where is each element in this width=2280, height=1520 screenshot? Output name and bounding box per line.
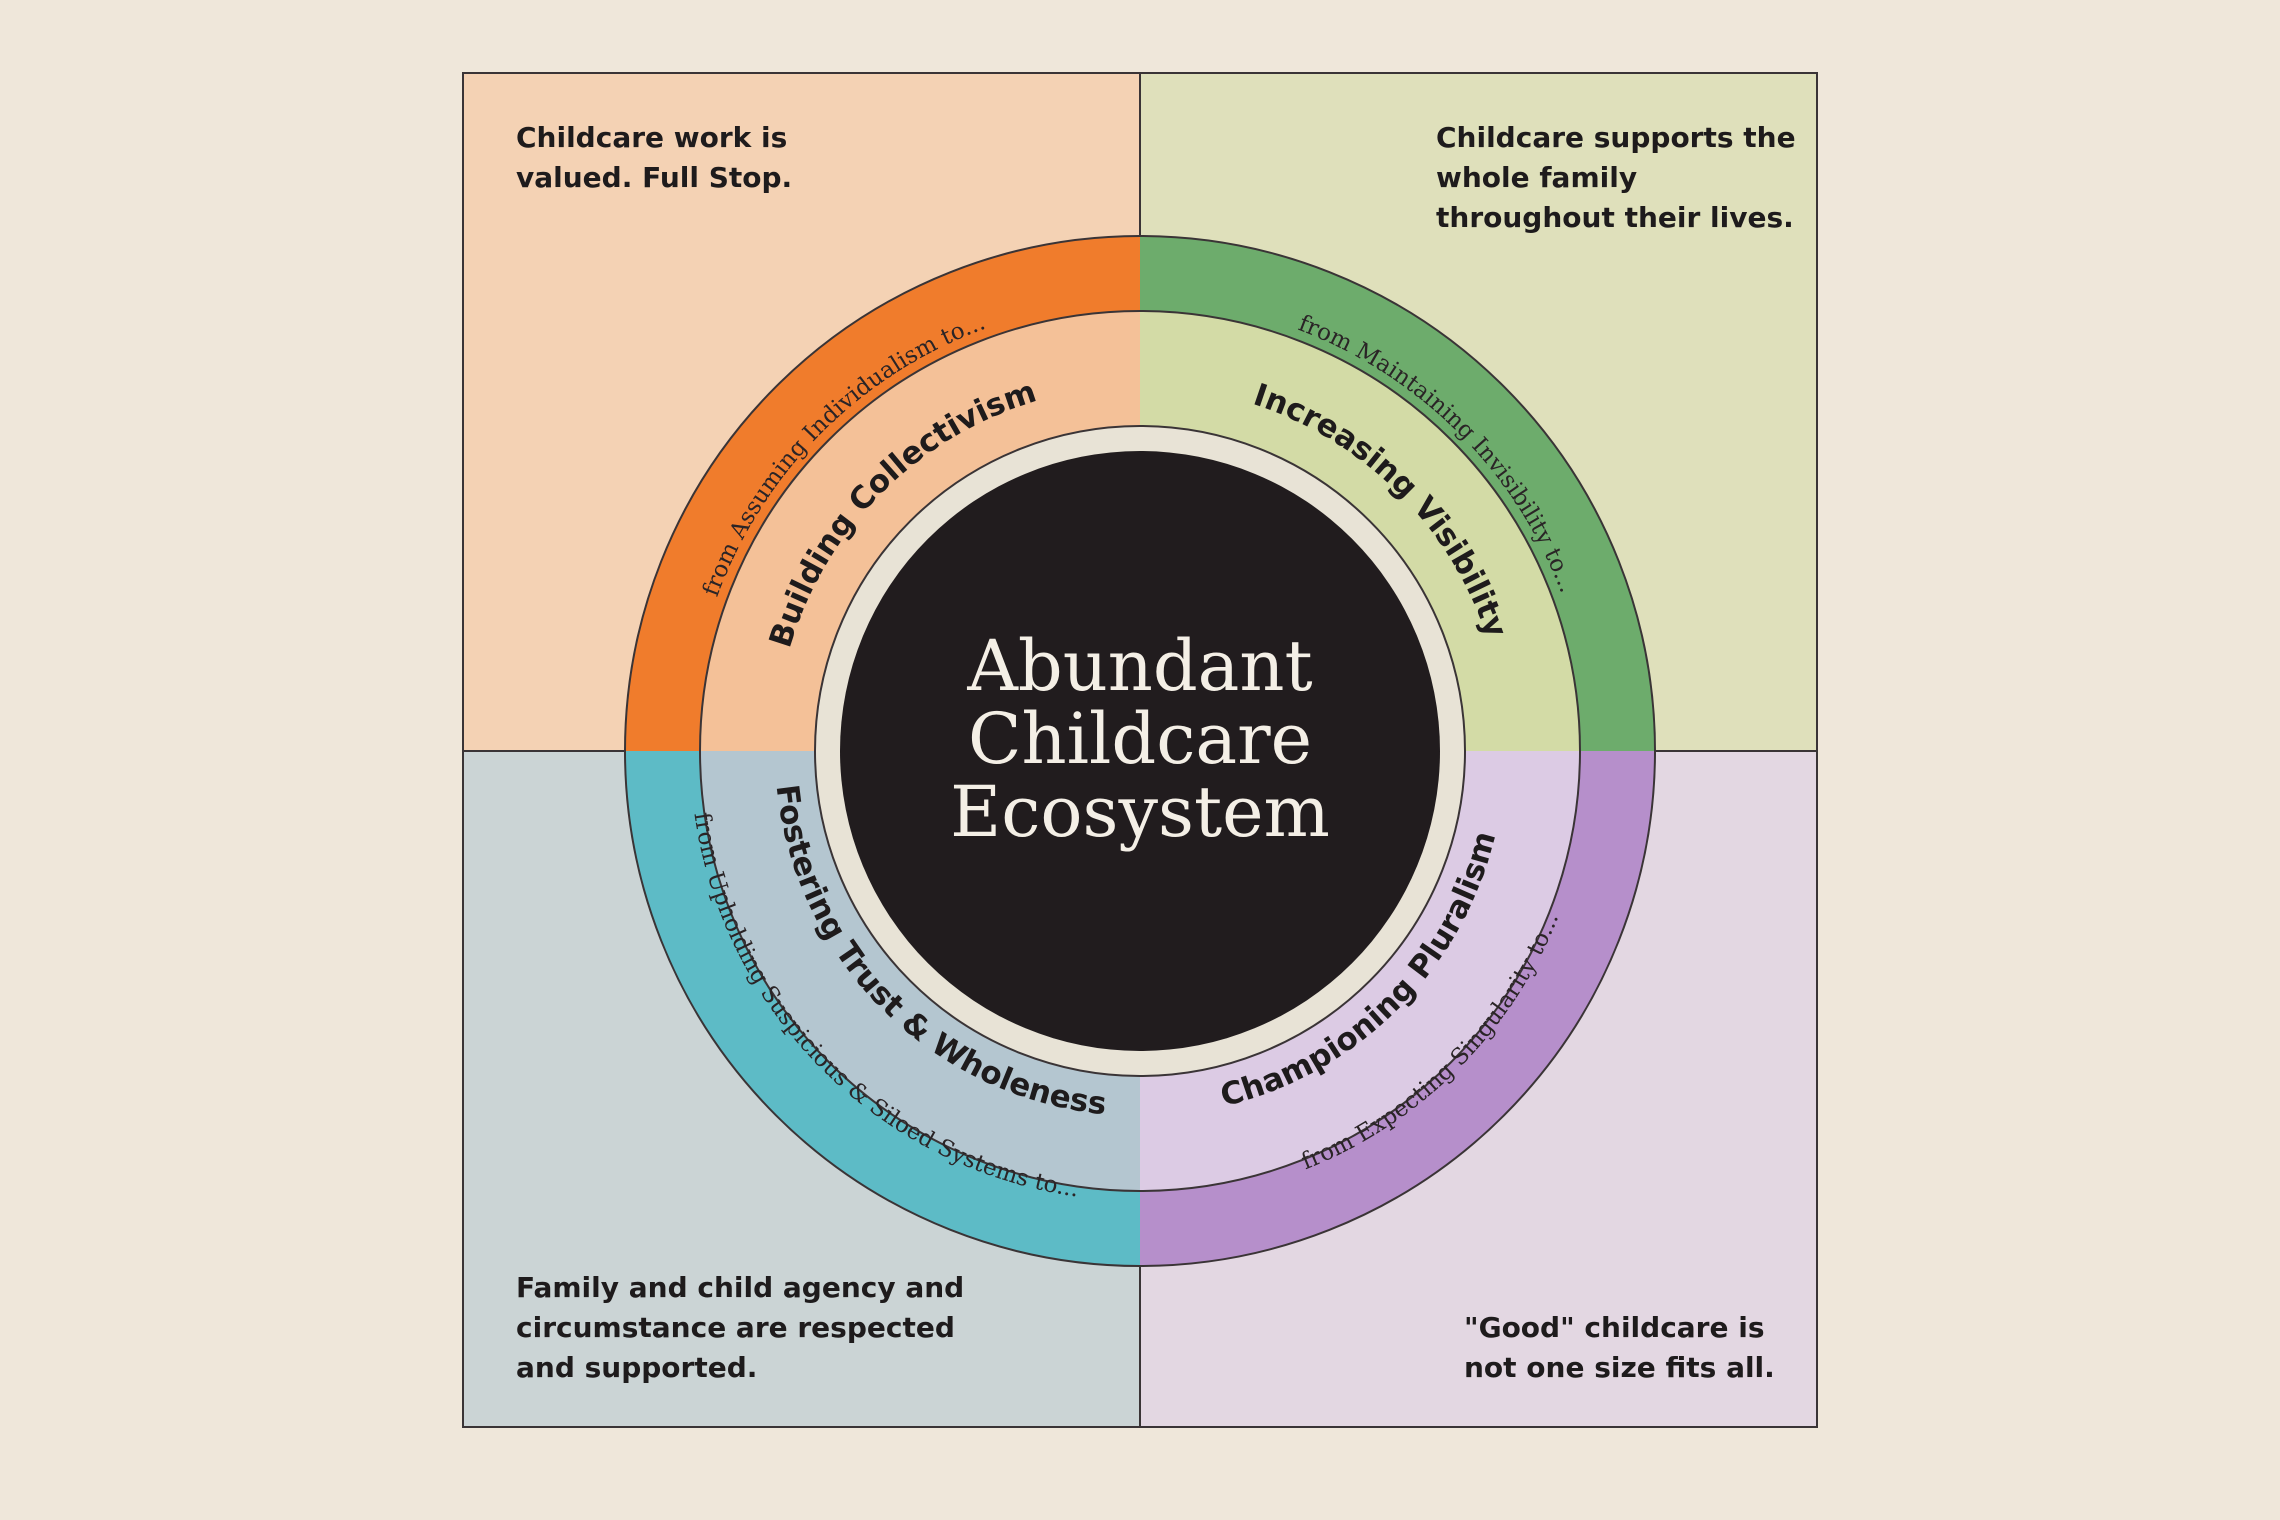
center-title: Abundant Childcare Ecosystem	[900, 630, 1380, 849]
statement-bottom-left: Family and child agency and circumstance…	[516, 1268, 964, 1388]
statement-line: circumstance are respected	[516, 1311, 955, 1344]
middle-ring-bottom-left	[700, 751, 1140, 1191]
statement-line: Family and child agency and	[516, 1271, 965, 1304]
statement-top-left: Childcare work is valued. Full Stop.	[516, 118, 792, 198]
middle-ring-bottom-right	[1140, 751, 1580, 1191]
statement-top-right: Childcare supports the whole family thro…	[1436, 118, 1796, 238]
statement-line: Childcare work is	[516, 121, 788, 154]
outer-ring-edge	[624, 235, 1656, 1267]
outer-ring-bottom-right	[1140, 751, 1655, 1266]
statement-line: throughout their lives.	[1436, 201, 1794, 234]
statement-line: valued. Full Stop.	[516, 161, 793, 194]
middle-ring-top-right	[1140, 311, 1580, 751]
statement-line: "Good" childcare is	[1464, 1311, 1765, 1344]
statement-line: whole family	[1436, 161, 1638, 194]
statement-line: Childcare supports the	[1436, 121, 1796, 154]
middle-ring-edge	[699, 310, 1581, 1192]
statement-line: and supported.	[516, 1351, 758, 1384]
statement-line: not one size fits all.	[1464, 1351, 1775, 1384]
outer-ring-top-right	[1140, 236, 1655, 751]
center-title-line: Ecosystem	[950, 771, 1330, 853]
statement-bottom-right: "Good" childcare is not one size fits al…	[1464, 1308, 1775, 1388]
center-disc	[840, 451, 1440, 1051]
center-title-line: Childcare	[967, 698, 1313, 780]
outer-ring-top-left	[625, 236, 1140, 751]
middle-ring-top-left	[700, 311, 1140, 751]
outer-ring-bottom-left	[625, 751, 1140, 1266]
center-title-line: Abundant	[967, 625, 1313, 707]
